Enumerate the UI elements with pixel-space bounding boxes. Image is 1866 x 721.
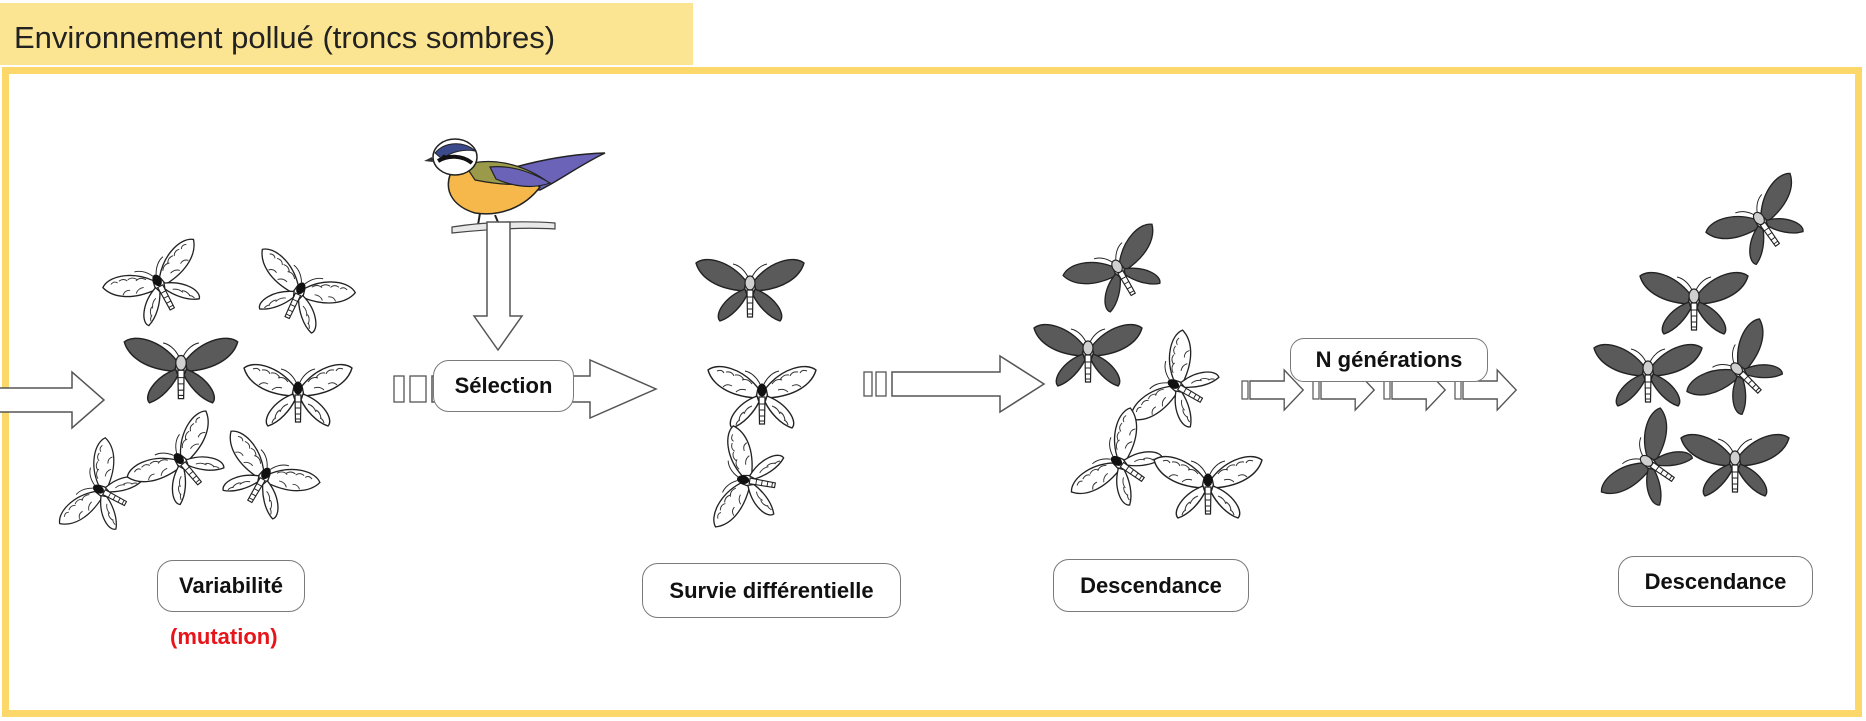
survie-label: Survie différentielle — [642, 563, 901, 618]
moth-light-icon — [1127, 327, 1231, 448]
moth-light-icon — [243, 363, 353, 427]
moth-dark-icon — [1060, 220, 1181, 324]
predation-arrow-icon — [472, 221, 524, 352]
diagram-title: Environnement pollué (troncs sombres) — [0, 3, 693, 65]
variabilite-label: Variabilité — [157, 560, 305, 612]
moth-dark-icon — [1680, 433, 1790, 497]
moth-dark-icon — [1703, 170, 1823, 279]
moth-dark-icon — [1033, 323, 1143, 387]
descendance-moths-1 — [1033, 220, 1263, 525]
moth-dark-icon — [1683, 315, 1800, 432]
moth-dark-icon — [123, 337, 239, 404]
moth-dark-icon — [1639, 271, 1749, 335]
mutation-label: (mutation) — [170, 624, 278, 649]
bird-icon — [424, 138, 606, 234]
variability-moths — [56, 235, 358, 549]
descendance-label-2: Descendance — [1618, 556, 1813, 607]
moth-light-icon — [707, 365, 817, 429]
moth-light-icon — [711, 424, 789, 538]
moth-dark-icon — [1598, 405, 1707, 525]
entry-arrow-icon — [0, 370, 106, 430]
n-generations-label: N générations — [1290, 338, 1488, 382]
descendance-moths-2 — [1593, 170, 1823, 525]
selection-label: Sélection — [433, 360, 574, 412]
moth-light-icon — [124, 407, 242, 520]
moth-dark-icon — [695, 258, 805, 322]
moth-light-icon — [1153, 455, 1263, 519]
moth-dark-icon — [1593, 343, 1703, 407]
moth-light-icon — [202, 427, 323, 531]
survivor-moths — [695, 258, 817, 538]
moth-light-icon — [56, 435, 153, 549]
moth-light-icon — [100, 235, 221, 337]
descendance-label-1: Descendance — [1053, 559, 1249, 612]
moth-light-icon — [238, 245, 358, 344]
descent-arrow-icon — [863, 354, 1046, 414]
